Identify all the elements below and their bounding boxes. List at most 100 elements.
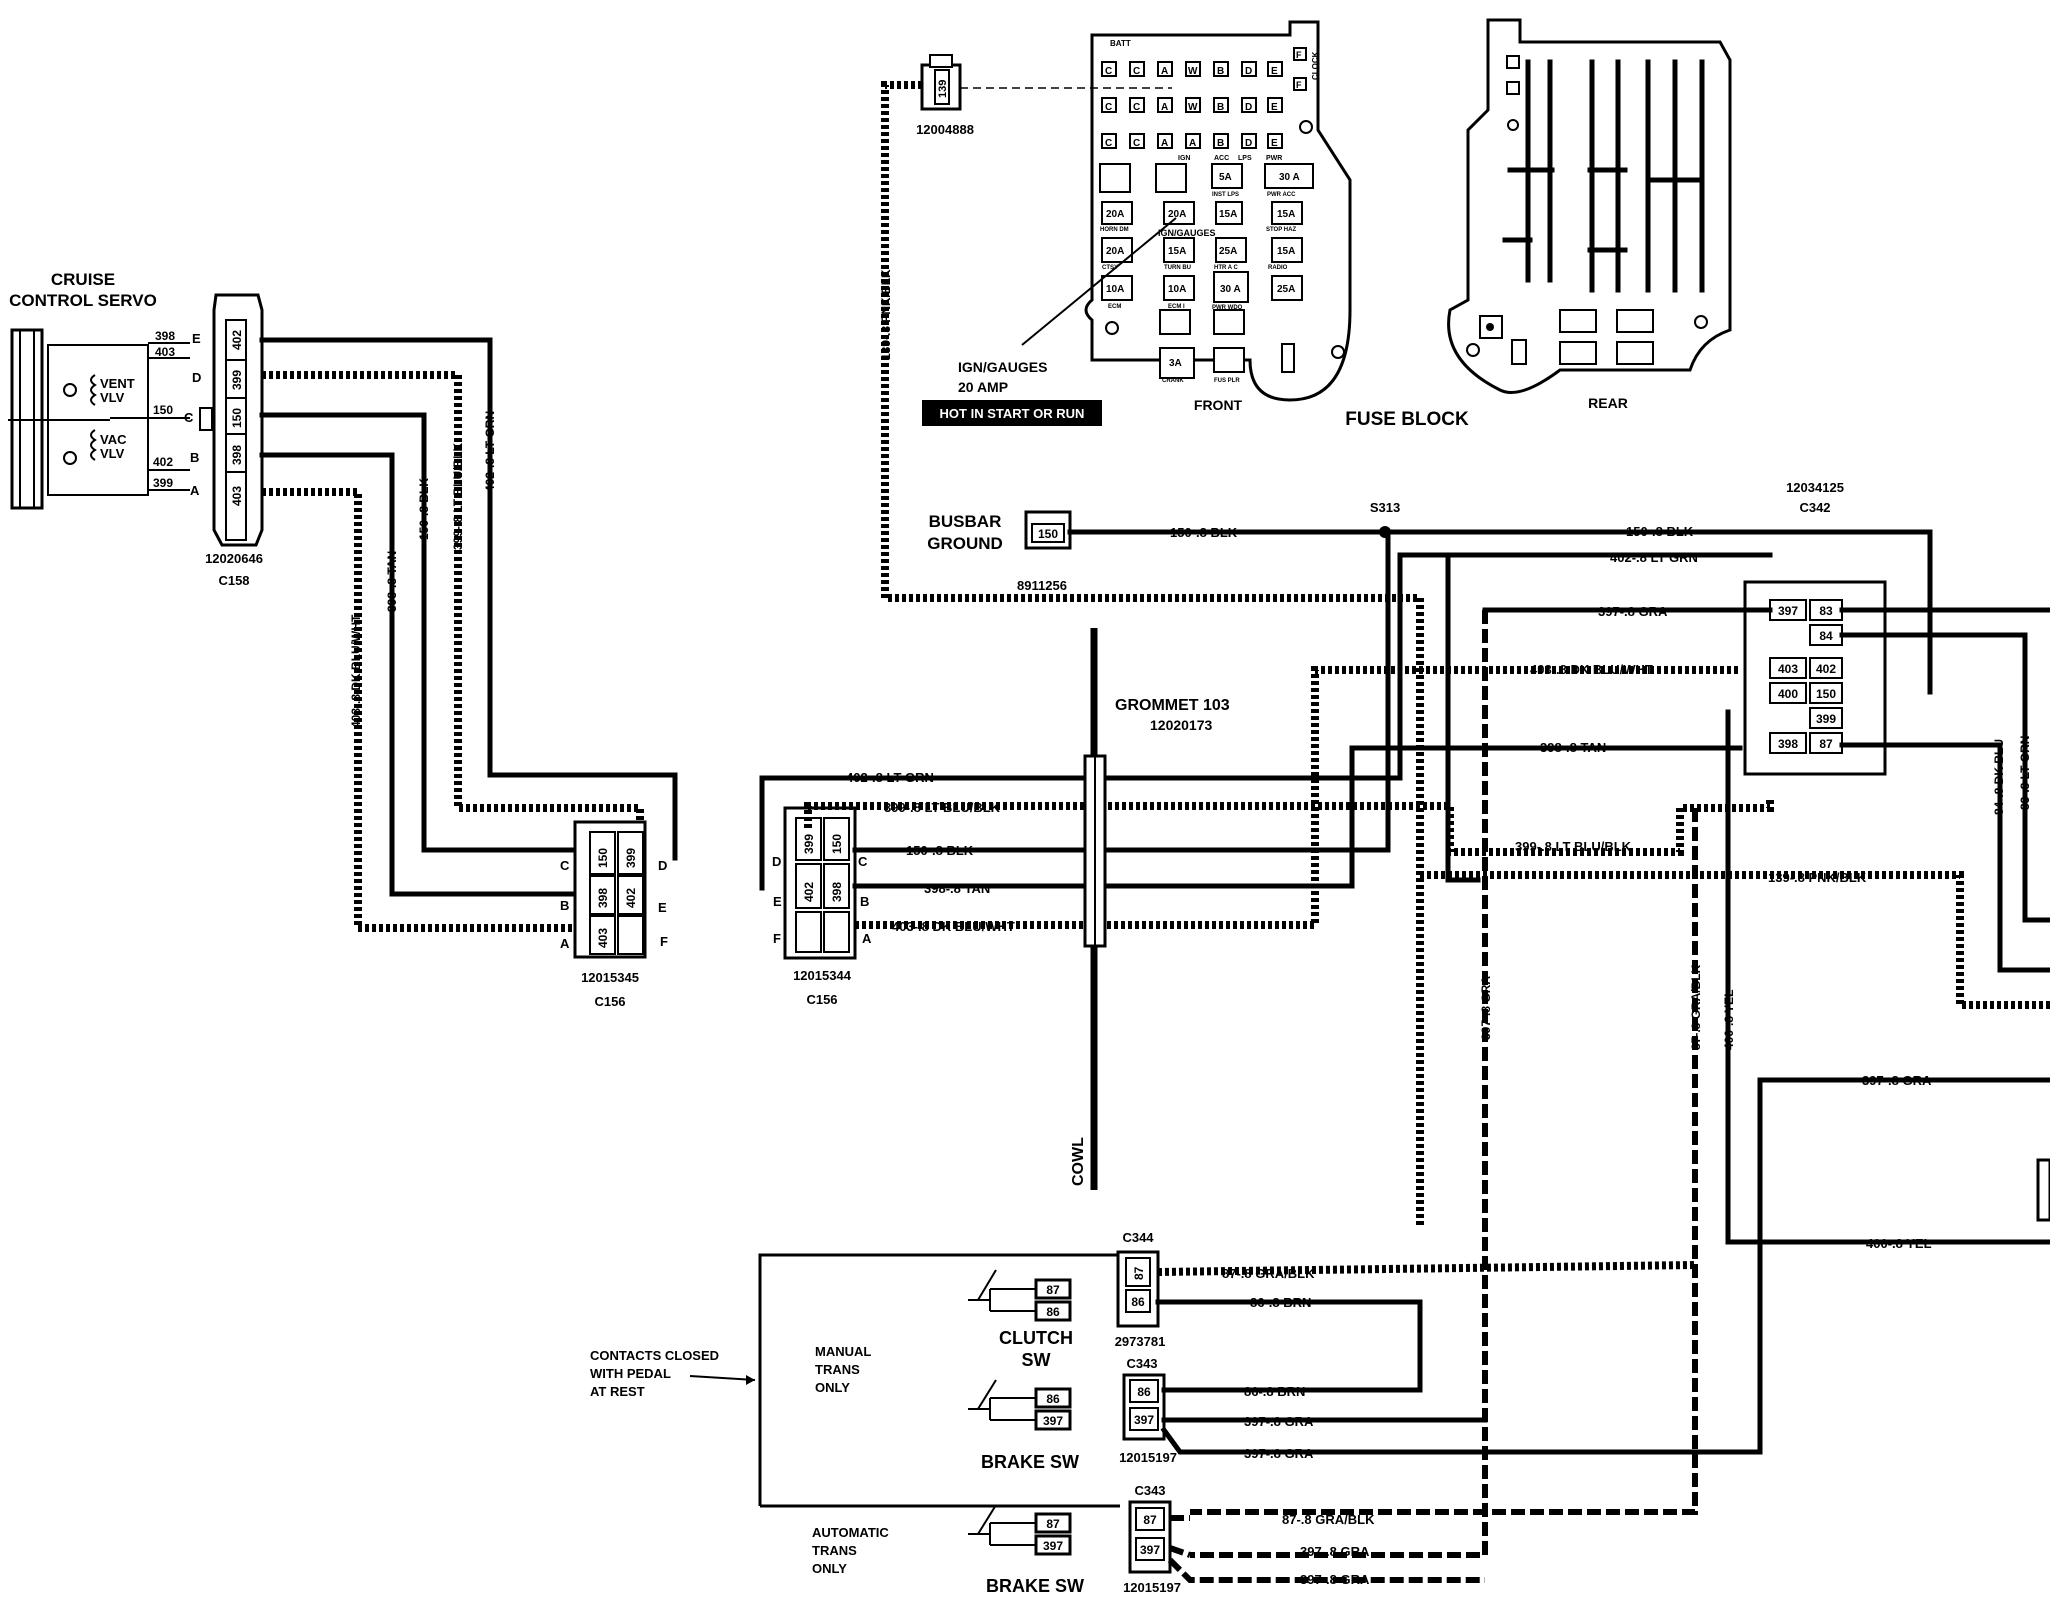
c343a-cavity (1129, 1407, 1159, 1431)
c156-left-letter-e: E (658, 900, 667, 915)
c342-cavity (1769, 732, 1807, 754)
servo-pin-e-letter: E (192, 331, 201, 346)
fuse-terminal-label: D (1245, 102, 1252, 113)
fuse-value: 20A (1168, 209, 1186, 220)
fuse-terminal-row-1: C C A W B D E F F (1101, 47, 1307, 91)
c343a-part: 12015197 (1119, 1450, 1177, 1465)
fuse-f1-label: F (1296, 50, 1302, 60)
servo-pin-b-letter: B (190, 450, 199, 465)
c343a-cavity (1129, 1379, 1159, 1403)
harness-399-label: 399-.8 LT BLU/BLK (884, 800, 1001, 815)
wire-398-tan (259, 452, 578, 897)
wire-398-tan-run (852, 745, 1743, 889)
c156-left-letter-b: B (560, 898, 569, 913)
fuse-name: STOP HAZ (1266, 227, 1296, 233)
fuse-terminal-label: C (1133, 66, 1140, 77)
rw-397-horizontal-label: 397-.8 GRA (1862, 1073, 1932, 1088)
fuse-terminal-row-2: C C A W B D E (1101, 97, 1283, 113)
c342-cell: 150 (1816, 687, 1836, 701)
rear-bus-bars (1466, 55, 1708, 365)
manual-line1: MANUAL (815, 1344, 871, 1359)
fuse-terminal (1213, 61, 1229, 77)
fuse-terminal-label: A (1161, 66, 1168, 77)
vwire-398-label: 398-.8 TAN (385, 551, 399, 612)
c342-cell: 399 (1816, 712, 1836, 726)
busbar-cell: 150 (1038, 527, 1058, 541)
fuse-block: BATT CLOCK C C A W B D E F F C C A W B D… (1084, 18, 1732, 430)
c158-cell: 399 (230, 370, 244, 390)
pedal-switches: CONTACTS CLOSED WITH PEDAL AT REST MANUA… (590, 1230, 1696, 1596)
fuse-value: 25A (1219, 246, 1237, 257)
c342-cell: 87 (1819, 737, 1833, 751)
wire-139-pnk-blk-run (881, 81, 1424, 1225)
c344-cavity (1125, 1257, 1151, 1287)
brake-switch-2-terminal-label: 87 (1046, 1517, 1060, 1531)
fuse-slot (1163, 275, 1195, 301)
fuse-slot (1213, 347, 1245, 373)
harness-402-label: 402-.8 LT GRN (846, 770, 934, 785)
c342-cavity (1769, 682, 1807, 704)
c342-cell: 400 (1778, 687, 1798, 701)
connector-139-part: 12004888 (916, 122, 974, 137)
fuse-ign-label: IGN (1178, 155, 1190, 162)
c156-right-cavity (823, 863, 850, 909)
fuse-pwr-label: PWR (1266, 155, 1282, 162)
c156-left-cell: 402 (624, 888, 638, 908)
servo-title-line2: CONTROL SERVO (9, 291, 157, 310)
c156-left-letter-f: F (660, 934, 668, 949)
c344-cell: 86 (1131, 1295, 1145, 1309)
c156-left-cell: 398 (596, 888, 610, 908)
switch-group-bracket (758, 1253, 1120, 1506)
c342-cavity (1769, 657, 1807, 679)
splice-wire-left: 150-.8 BLK (1170, 525, 1238, 540)
fuse-terminal (1129, 97, 1145, 113)
fuse-slot (1215, 237, 1247, 263)
fuse-value: 5A (1219, 172, 1232, 183)
rear-slot (1559, 341, 1597, 365)
servo-pin-c-letter: C (184, 410, 194, 425)
c344-ref: C344 (1122, 1230, 1154, 1245)
c156-right-letter-c: C (858, 854, 868, 869)
connector-139-latch (929, 54, 953, 68)
wire-402-lt-grn-run (759, 552, 1773, 891)
c156-left-cell: 399 (624, 848, 638, 868)
fuse-slot (1163, 237, 1195, 263)
fuse-slot (1213, 271, 1249, 303)
c342-cell: 403 (1778, 662, 1798, 676)
harness-398-label: 398-.8 TAN (924, 881, 990, 896)
busbar-line2: GROUND (927, 534, 1003, 553)
connector-139-cell: 139 (937, 80, 949, 98)
c158-cell: 403 (230, 486, 244, 506)
c343b-part: 12015197 (1123, 1580, 1181, 1595)
fuse-terminal (1101, 133, 1117, 149)
clutch-switch-terminal (1034, 1278, 1072, 1300)
servo-vent-label: VENT (100, 376, 135, 391)
c342-cell: 397 (1778, 604, 1798, 618)
c158-cell: 398 (230, 445, 244, 465)
cruise-control-servo: CRUISE CONTROL SERVO VENT VLV VAC VLV 39… (8, 270, 264, 588)
c342-cavity (1809, 657, 1843, 679)
rear-bus-bar (1502, 167, 1703, 253)
fuse-slot (1159, 347, 1195, 379)
fuse-terminal-label: A (1161, 138, 1168, 149)
c342-ref: C342 (1799, 500, 1830, 515)
clutch-switch-icon (968, 1269, 1036, 1312)
c156-left-cavity (589, 831, 616, 875)
hot-in-start-badge (922, 400, 1102, 426)
servo-pin-a-letter: A (190, 483, 200, 498)
c343b-ref: C343 (1134, 1483, 1165, 1498)
lower-w397b: 397-.8 GRA (1244, 1446, 1314, 1461)
rear-terminal (1506, 55, 1520, 69)
wire-86-brn-loop (1155, 1299, 1423, 1393)
vwire-150-label: 150-.8 BLK (417, 478, 431, 540)
c156-left-cavity (617, 915, 644, 955)
rw-397-label: 397-.8 GRA (1598, 604, 1668, 619)
rear-mount-hole (1507, 119, 1519, 131)
c343b-cavity (1135, 1537, 1165, 1561)
rw-139-label: 139-.8 PNK/BLK (1768, 870, 1867, 885)
fuse-name: ECM (1108, 304, 1121, 310)
grommet-harness: 402-.8 LT GRN 399-.8 LT BLU/BLK 150-.8 B… (759, 531, 1774, 1190)
fuse-value: 15A (1168, 246, 1186, 257)
c156-left-connector: 150 399 398 402 403 C D B E A F 12015345… (560, 820, 668, 1009)
